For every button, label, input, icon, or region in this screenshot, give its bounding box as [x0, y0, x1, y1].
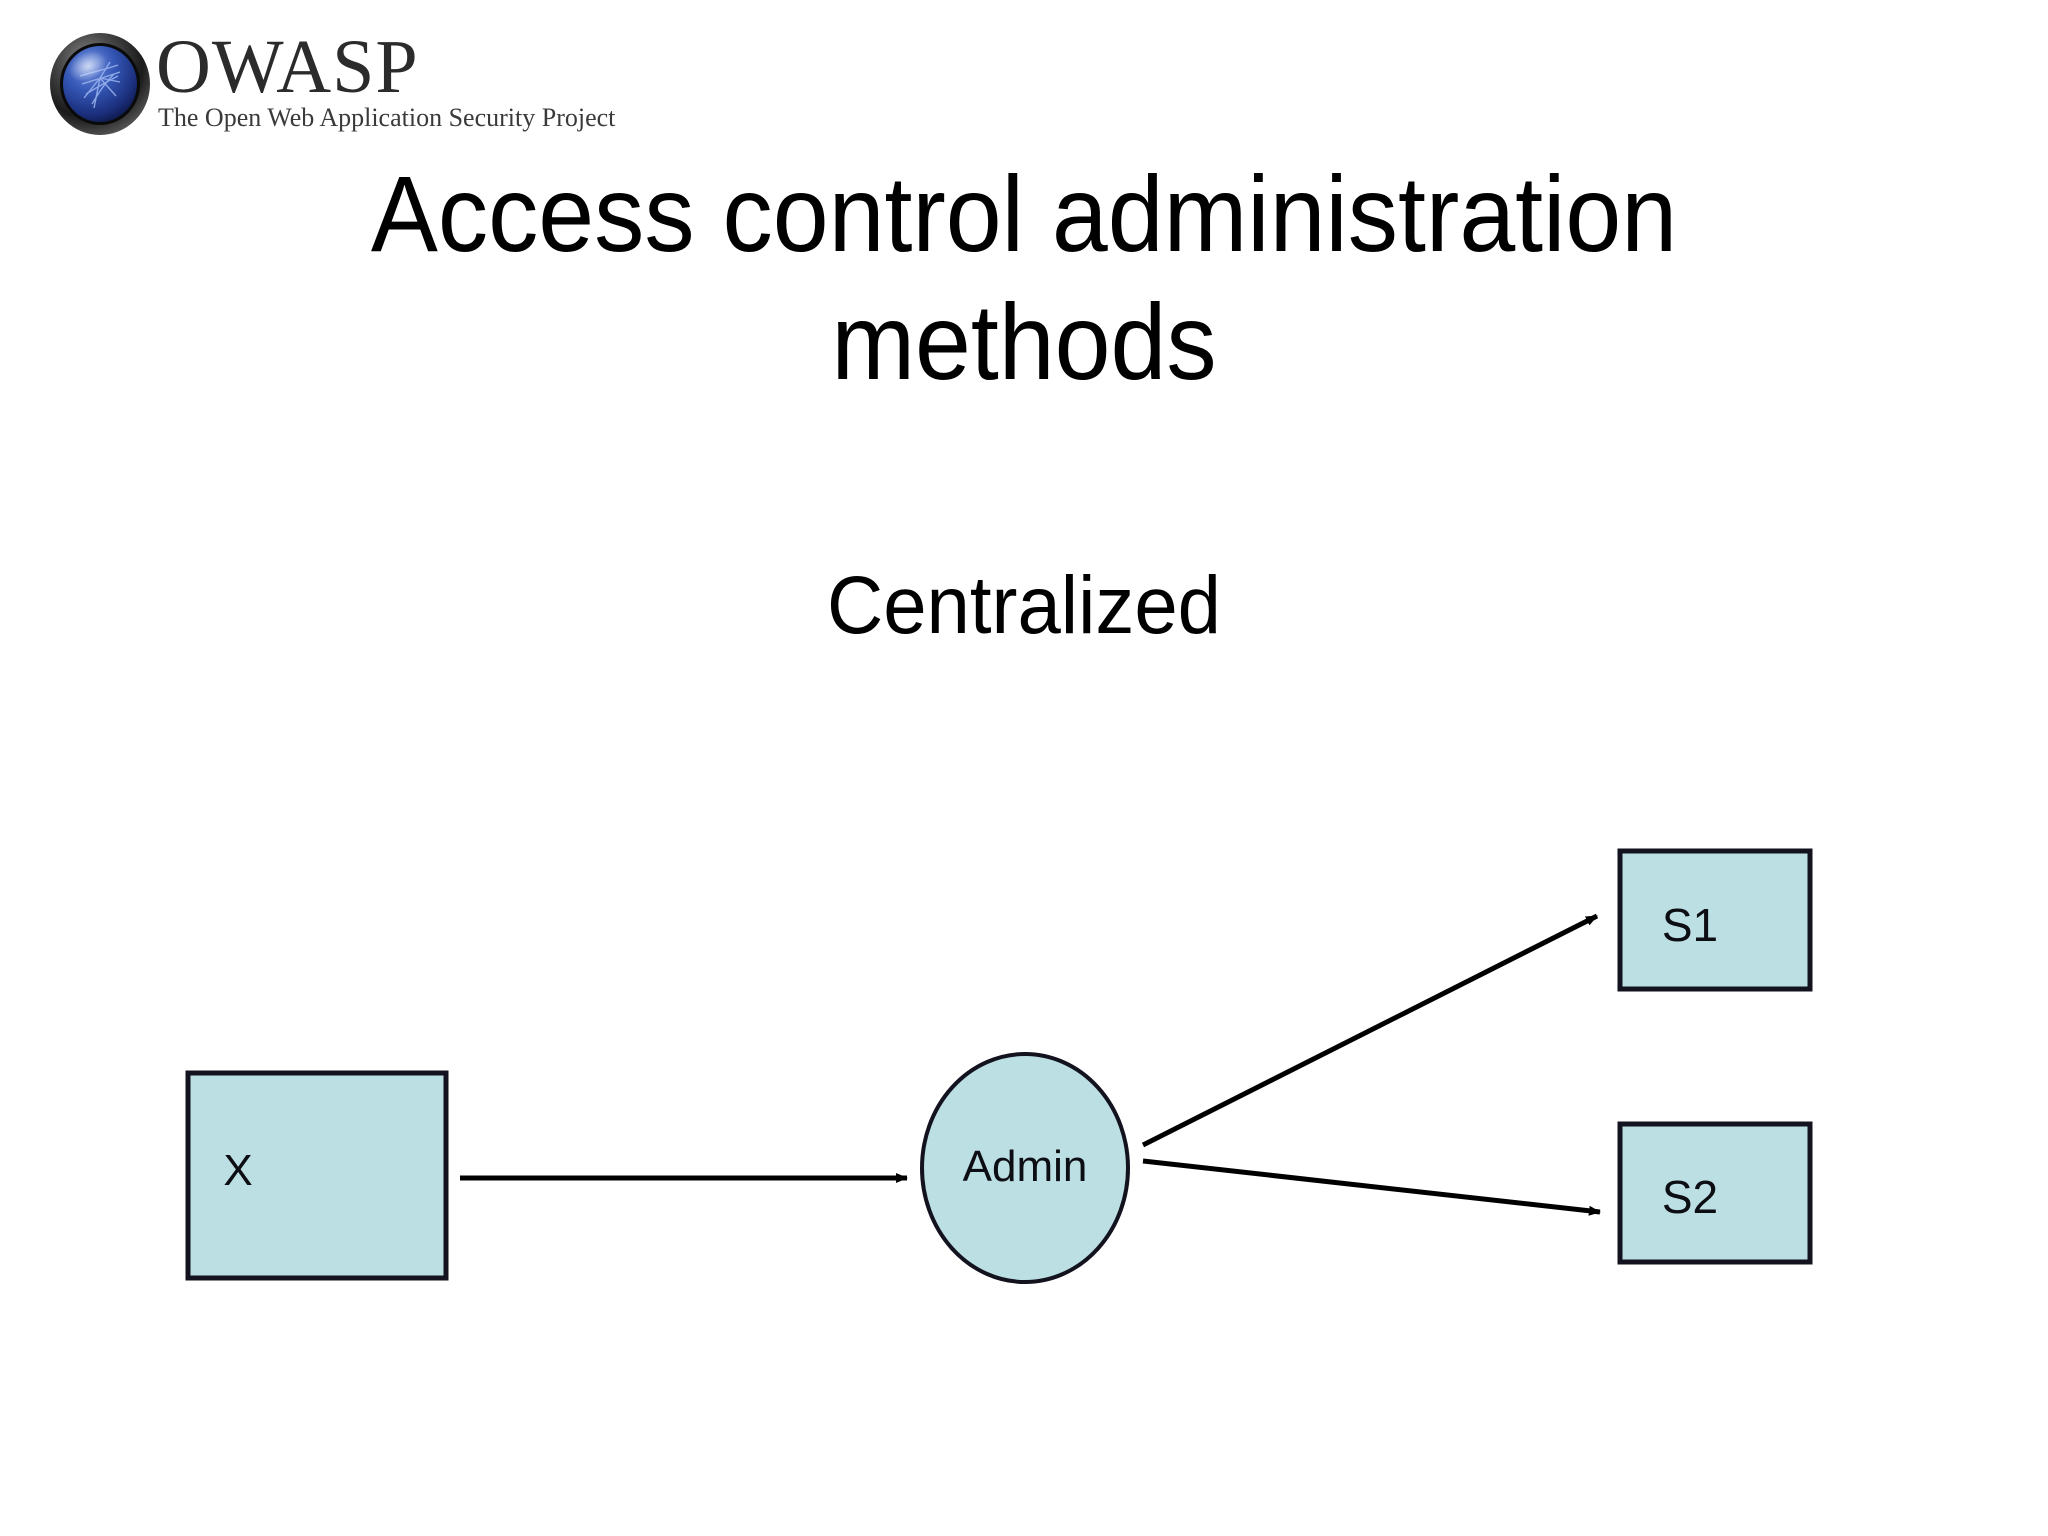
slide-subtitle: Centralized [826, 560, 1222, 651]
edge-admin-to-s2 [1142, 1158, 1601, 1216]
edge-admin-to-s1 [1141, 913, 1599, 1148]
node-s1-label: S1 [1661, 899, 1719, 951]
owasp-name: OWASP [156, 25, 419, 109]
owasp-wordmark: OWASP The Open Web Application Security … [156, 25, 615, 138]
node-admin-shape [920, 1052, 1130, 1284]
node-admin-label: Admin [962, 1142, 1088, 1191]
node-s2-label: S2 [1661, 1171, 1719, 1223]
owasp-sphere-icon [48, 32, 152, 136]
owasp-logo: OWASP The Open Web Application Security … [48, 20, 615, 140]
owasp-tagline: The Open Web Application Security Projec… [158, 103, 616, 132]
node-s1-shape [1617, 848, 1813, 992]
node-s2-shape [1617, 1121, 1813, 1265]
node-x-label: X [223, 1146, 253, 1195]
node-x-shape [185, 1070, 449, 1281]
slide-title: Access control administration methods [370, 153, 1678, 402]
